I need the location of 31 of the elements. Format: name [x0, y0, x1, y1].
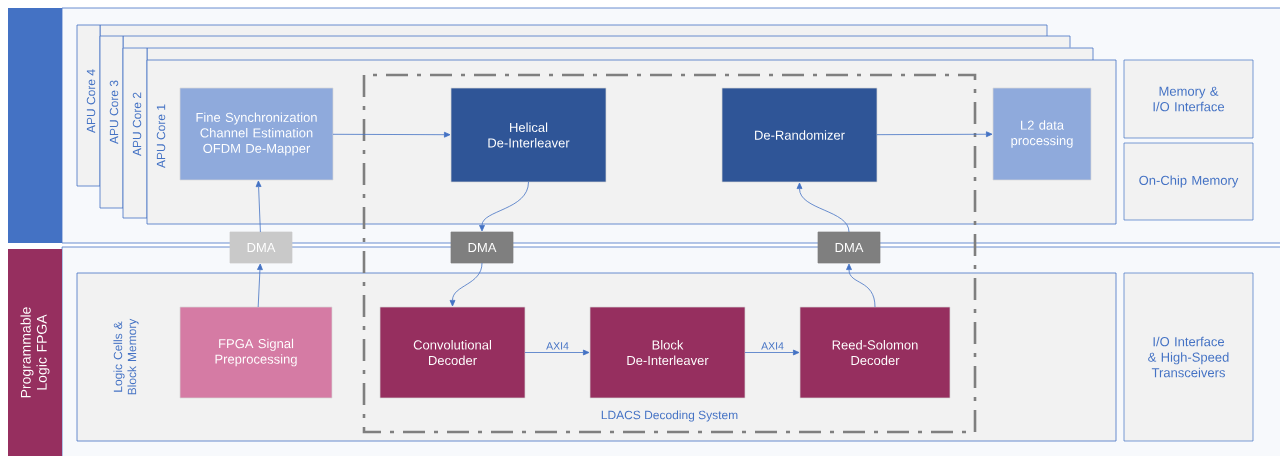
region-label: LDACS Decoding System — [598, 408, 741, 424]
edge-label: AXI4 — [545, 341, 570, 351]
dma-box: DMA — [450, 231, 514, 264]
dma-box: DMA — [817, 231, 881, 264]
interface-box: On-Chip Memory — [1123, 142, 1254, 221]
core-card: APU Core 2 — [122, 47, 148, 219]
side-bar — [8, 8, 62, 243]
arrow — [796, 182, 850, 233]
arrow — [257, 263, 263, 308]
process-box: Fine Synchronization Channel Estimation OFDM De-Mapper — [179, 87, 334, 181]
arrow — [255, 180, 262, 233]
arrow — [876, 131, 993, 138]
side-bar: Programmable Logic FPGA — [8, 249, 62, 456]
arrow — [332, 131, 451, 138]
process-box: Helical De-Interleaver — [450, 87, 607, 183]
core-card: APU Core 4 — [76, 24, 101, 187]
interface-box: I/O Interface & High-Speed Transceivers — [1123, 272, 1254, 442]
process-box: Reed-Solomon Decoder — [799, 306, 951, 399]
arrow — [846, 263, 876, 308]
core-card: APU Core 3 — [99, 35, 124, 209]
process-box: FPGA Signal Preprocessing — [179, 306, 333, 399]
process-box: L2 data processing — [992, 87, 1092, 181]
process-box: Convolutional Decoder — [379, 306, 526, 399]
interface-box: Memory & I/O Interface — [1123, 59, 1254, 139]
process-box: Block De-Interleaver — [589, 306, 746, 399]
arrow — [449, 262, 483, 307]
arrow — [524, 349, 590, 356]
process-box: De-Randomizer — [721, 87, 878, 183]
arrow — [744, 349, 800, 356]
arrow — [479, 181, 529, 232]
edge-label: AXI4 — [760, 341, 785, 351]
